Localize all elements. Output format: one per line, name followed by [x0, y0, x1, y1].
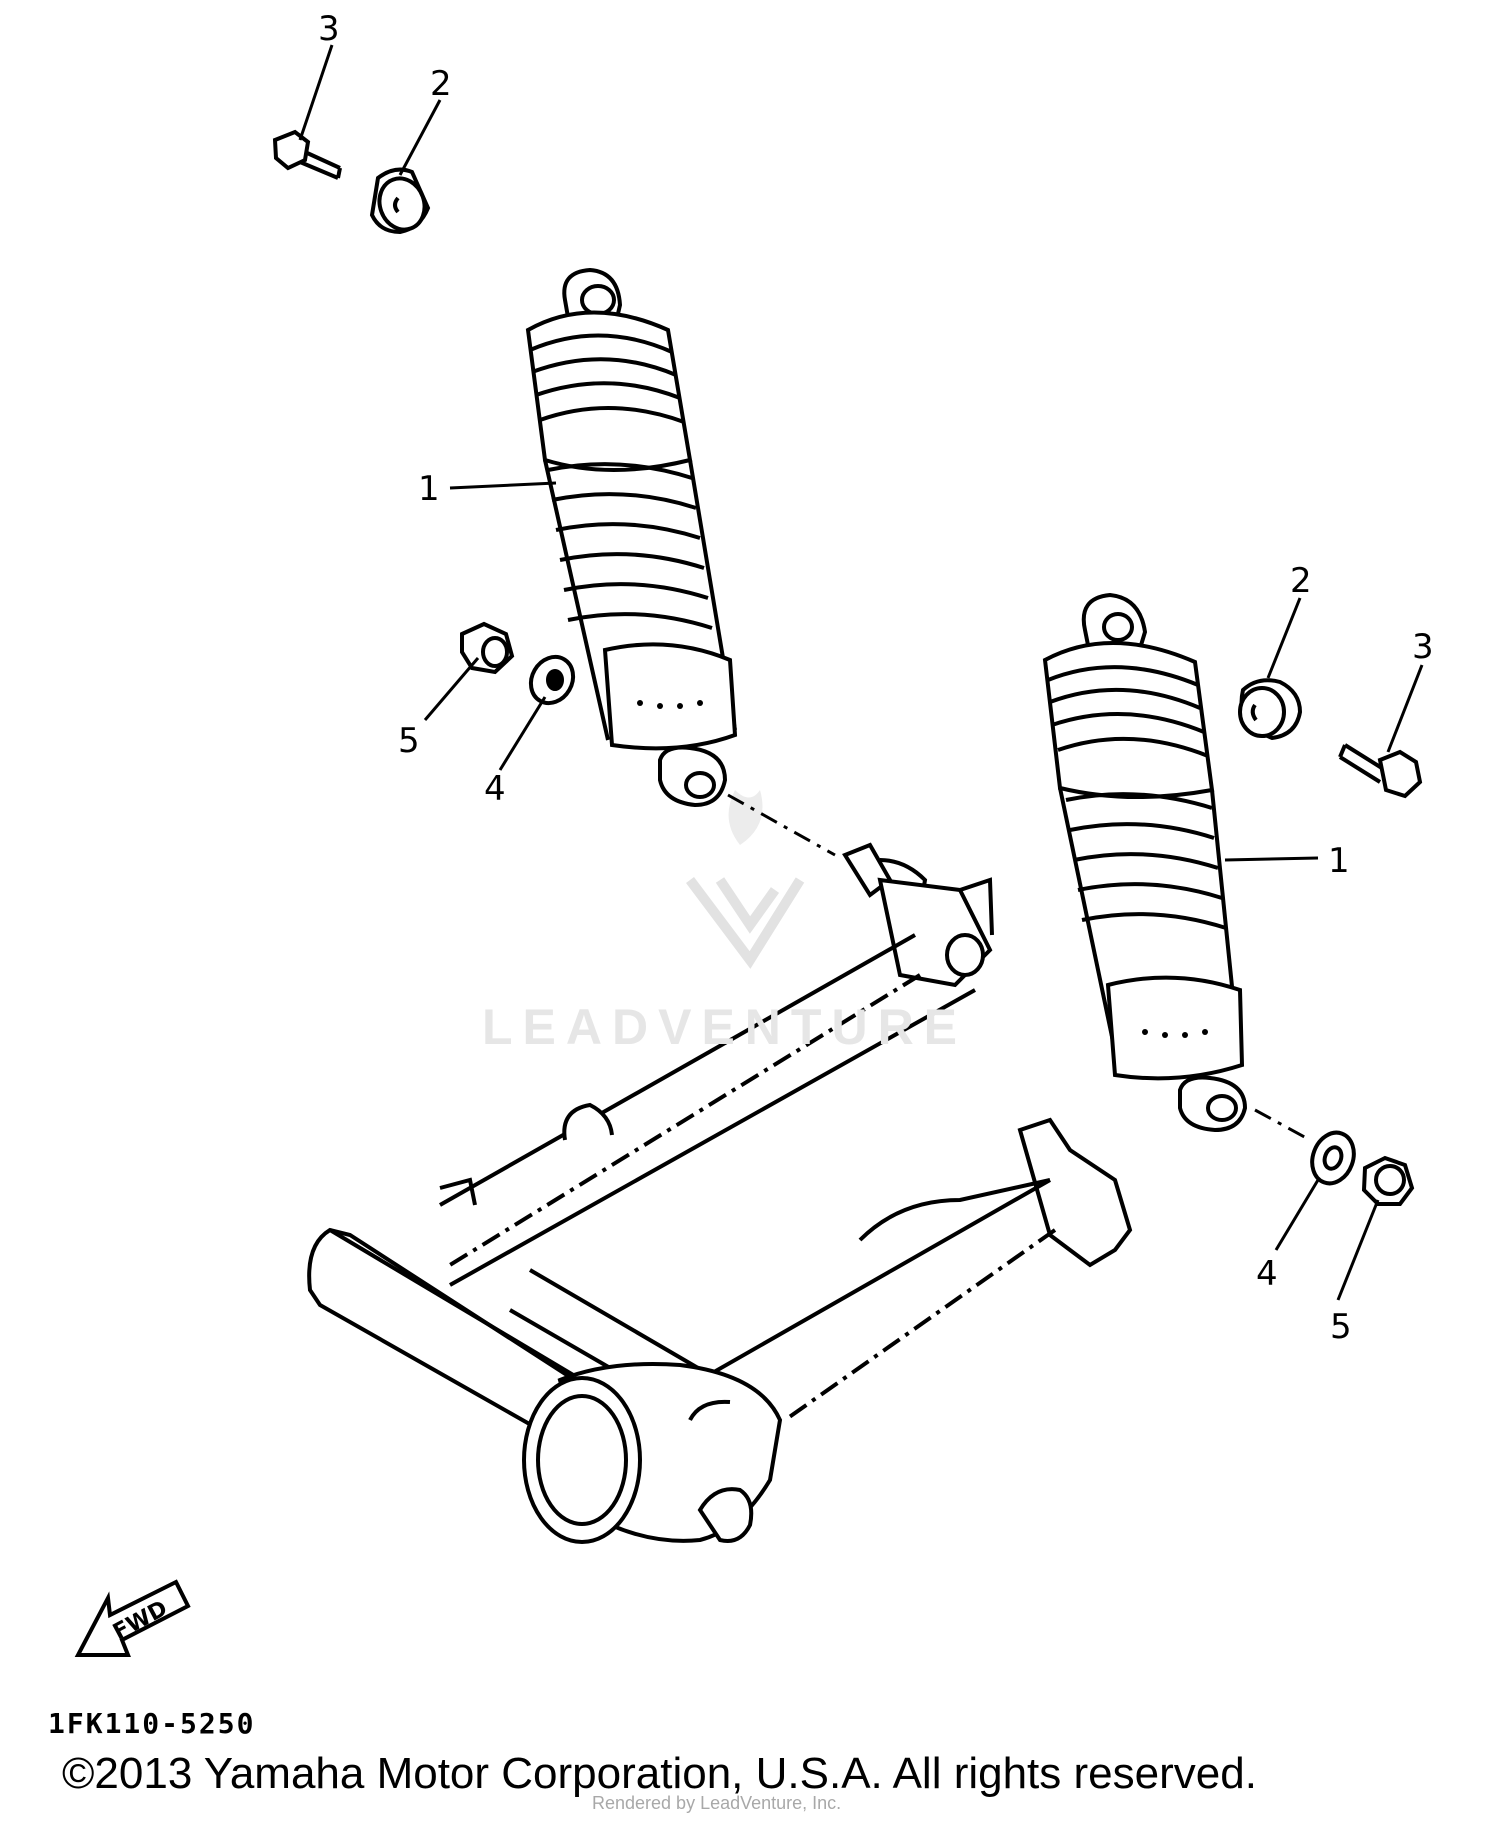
callout-right-washer: 4: [1256, 1254, 1278, 1294]
callout-right-bolt: 3: [1412, 627, 1434, 667]
assembly-guide-line-right: [1254, 1108, 1311, 1142]
callout-right-shock: 1: [1328, 841, 1350, 881]
left-nut: [460, 621, 515, 675]
figure-code: 1FK110-5250: [48, 1707, 256, 1740]
callout-left-collar: 2: [430, 64, 452, 104]
left-bolt: [272, 129, 342, 180]
watermark-text: LEADVENTURE: [482, 999, 968, 1055]
callout-right-collar: 2: [1290, 561, 1312, 601]
left-collar: [369, 167, 431, 235]
callout-left-washer: 4: [484, 769, 506, 809]
watermark-logo: [686, 790, 805, 969]
right-shock-absorber: [1042, 592, 1248, 1133]
leader-lines: [298, 44, 1424, 1301]
right-collar: [1238, 678, 1303, 741]
swing-arm: [307, 842, 1133, 1544]
assembly-guide-line: [727, 793, 836, 857]
left-shock-absorber: [525, 267, 738, 808]
callout-left-nut: 5: [398, 721, 420, 761]
right-washer: [1310, 1130, 1356, 1186]
callout-left-bolt: 3: [318, 9, 340, 49]
callout-left-shock: 1: [418, 469, 440, 509]
fwd-arrow-icon: FWD: [74, 1579, 191, 1657]
rendered-by-note: Rendered by LeadVenture, Inc.: [592, 1793, 842, 1813]
left-washer: [528, 654, 576, 706]
right-bolt: [1338, 743, 1423, 799]
right-nut: [1361, 1155, 1415, 1206]
copyright-notice: ©2013 Yamaha Motor Corporation, U.S.A. A…: [62, 1749, 1257, 1798]
callout-right-nut: 5: [1330, 1307, 1352, 1347]
